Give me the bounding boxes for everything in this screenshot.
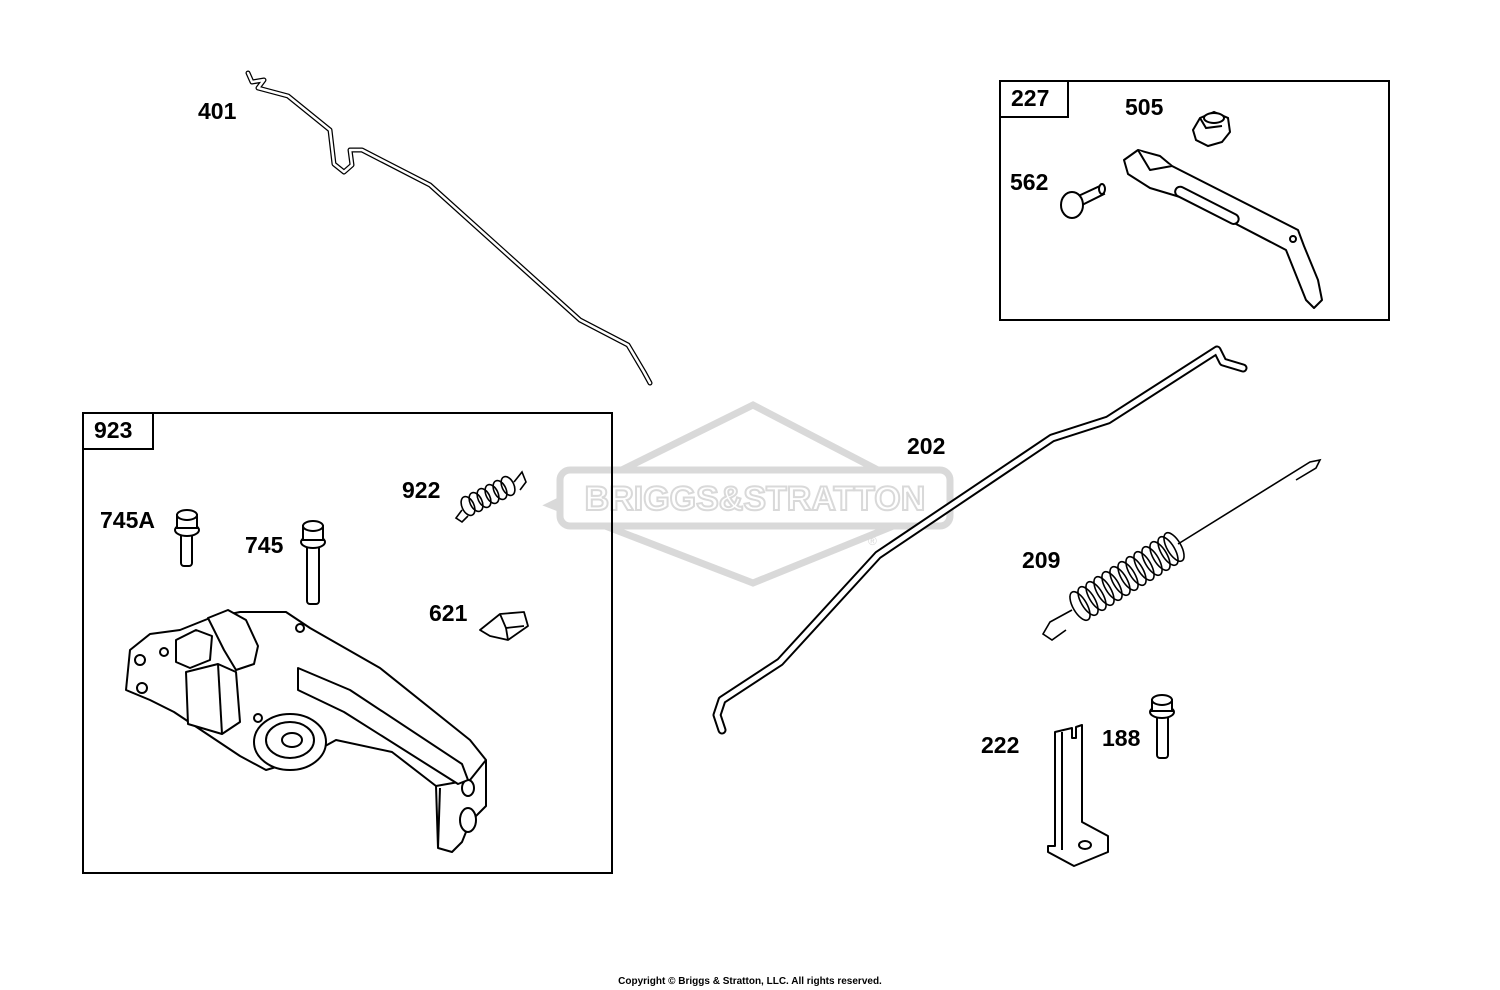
part-227-lever <box>1123 149 1323 309</box>
kit-227-box: 227 <box>999 80 1390 321</box>
part-label-188: 188 <box>1102 725 1141 751</box>
part-222-bracket <box>1047 724 1109 867</box>
part-label-621: 621 <box>429 600 468 626</box>
part-188-bolt <box>1149 694 1175 759</box>
part-562-pin <box>1060 183 1106 219</box>
part-label-745A: 745A <box>100 507 155 533</box>
kit-923-box: 923 <box>82 412 613 874</box>
kit-227-label: 227 <box>1001 82 1069 118</box>
part-621-clip <box>479 611 529 641</box>
part-922-spring <box>454 470 527 524</box>
watermark-brand-text: BRIGGS&STRATTON <box>585 480 926 518</box>
brand-watermark: BRIGGS&STRATTON ® <box>542 401 954 587</box>
part-label-922: 922 <box>402 477 441 503</box>
part-label-562: 562 <box>1010 169 1049 195</box>
part-745-bolt <box>300 520 326 605</box>
part-label-209: 209 <box>1022 547 1061 573</box>
part-label-222: 222 <box>981 732 1020 758</box>
part-202-rod <box>712 345 1248 735</box>
part-label-505: 505 <box>1125 94 1164 120</box>
part-label-745: 745 <box>245 532 284 558</box>
part-745A-bolt <box>174 509 200 567</box>
copyright-footer: Copyright © Briggs & Stratton, LLC. All … <box>618 976 882 987</box>
part-923-control-bracket <box>125 609 487 853</box>
part-505-nut <box>1191 110 1232 148</box>
part-label-401: 401 <box>198 98 237 124</box>
part-label-202: 202 <box>907 433 946 459</box>
kit-923-label: 923 <box>84 414 154 450</box>
watermark-registered-mark: ® <box>868 534 877 548</box>
part-209-spring <box>1041 458 1322 641</box>
part-401-wire <box>245 70 653 386</box>
